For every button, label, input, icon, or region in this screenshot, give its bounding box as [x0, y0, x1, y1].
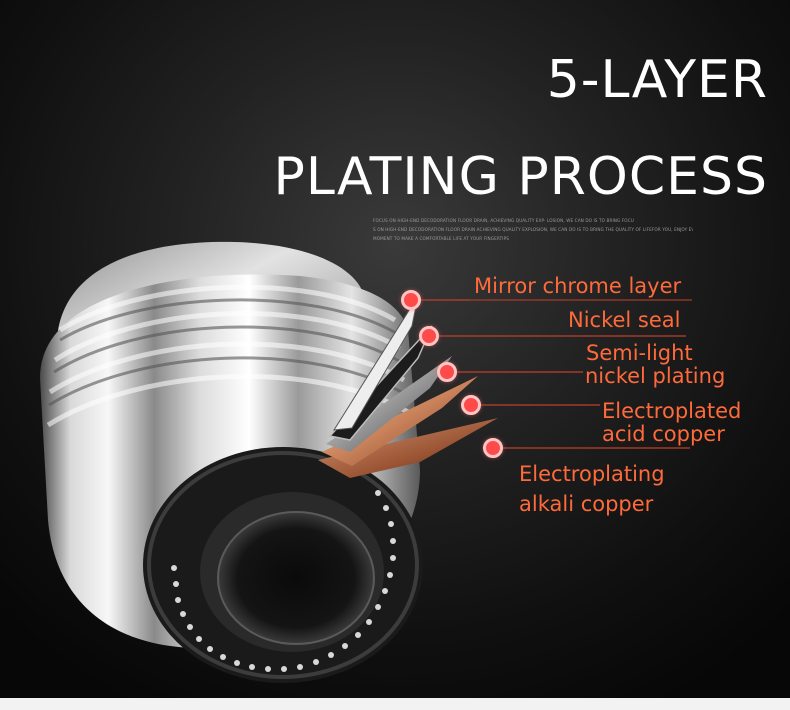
label-semi-light-line-2: nickel plating [585, 364, 726, 388]
fine-print-text: FOCUS ON HIGH-END DECODORATION FLOOR DRA… [373, 216, 693, 243]
title-line-2: PLATING PROCESS [273, 147, 768, 207]
layer-marker-dot-icon [437, 362, 457, 382]
footer-strip [0, 698, 790, 710]
layer-marker-dot-icon [401, 290, 421, 310]
layer-marker-dot-icon [483, 438, 503, 458]
layer-marker-dot-icon [419, 326, 439, 346]
label-acid-copper-line-2: acid copper [602, 422, 725, 446]
perforation-ring [171, 490, 396, 672]
label-nickel-seal: Nickel seal [568, 308, 681, 332]
peeled-plating-layers [318, 295, 498, 478]
fine-print-line: MOMENT TO MAKE A COMFORTABLE LIFE AT YOU… [373, 236, 509, 241]
label-semi-light-line-1: Semi-light [586, 341, 693, 365]
label-alkali-copper-line-2: alkali copper [519, 492, 654, 516]
outlet-opening [218, 512, 374, 644]
fine-print-line: S ON HIGH-END DECODORATION FLOOR DRAIN A… [373, 227, 693, 232]
fine-print-line: FOCUS ON HIGH-END DECODORATION FLOOR DRA… [373, 218, 634, 223]
thread-rings [46, 284, 410, 428]
label-alkali-copper-line-1: Electroplating [519, 462, 665, 486]
label-acid-copper-line-1: Electroplated [602, 399, 742, 423]
layer-marker-dot-icon [461, 395, 481, 415]
label-mirror-chrome-layer: Mirror chrome layer [474, 274, 682, 298]
title-line-1: 5-LAYER [546, 50, 768, 110]
